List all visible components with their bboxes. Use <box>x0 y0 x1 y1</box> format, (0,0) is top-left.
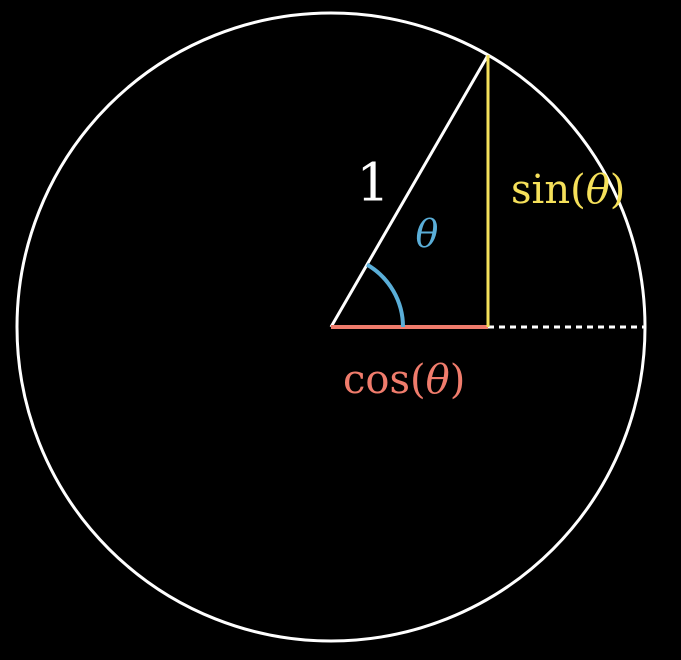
radius-label: 1 <box>356 154 389 214</box>
cos-label: cos(θ) <box>343 357 465 403</box>
sin-label-suffix: ) <box>610 167 626 213</box>
angle-label: θ <box>416 212 439 256</box>
radius-line <box>329 54 490 328</box>
sin-label-prefix: sin( <box>511 167 586 213</box>
sin-label-symbol: θ <box>586 167 610 213</box>
cos-label-suffix: ) <box>450 357 466 403</box>
cos-label-symbol: θ <box>426 357 450 403</box>
cos-label-prefix: cos( <box>343 357 426 403</box>
angle-arc <box>365 262 405 328</box>
sin-label: sin(θ) <box>511 167 625 213</box>
